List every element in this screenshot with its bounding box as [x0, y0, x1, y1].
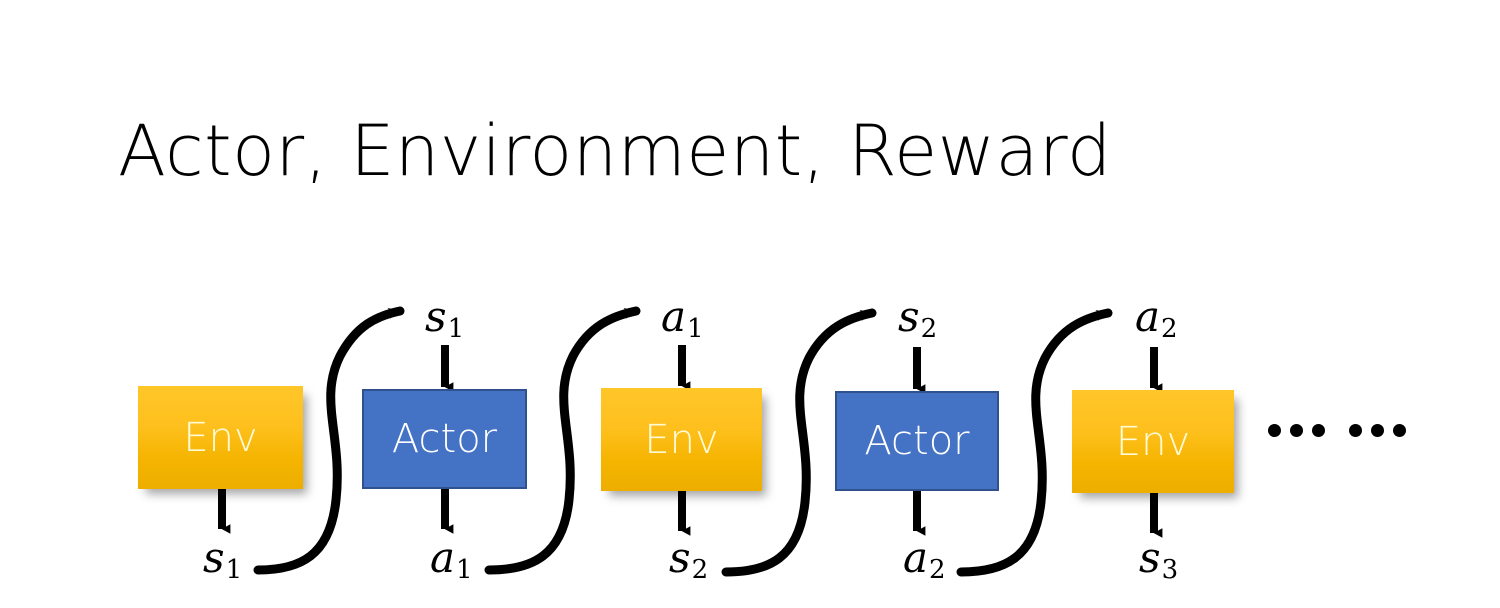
- ellipsis-dot: [1312, 424, 1325, 437]
- symbol: s: [669, 533, 691, 582]
- symbol: s: [203, 533, 225, 582]
- subscript: 1: [687, 313, 704, 344]
- node-env-2[interactable]: Env: [601, 388, 762, 491]
- label-bottom-a1: a1: [430, 537, 473, 583]
- subscript: 2: [1161, 313, 1178, 344]
- ellipsis-continuation: [1268, 424, 1406, 437]
- box-to-bottom-label-arrows: [218, 489, 1163, 538]
- ellipsis-dot: [1290, 424, 1303, 437]
- label-top-s1: s1: [425, 296, 464, 342]
- node-label: Env: [644, 416, 719, 463]
- label-top-a1: a1: [661, 296, 704, 342]
- symbol: a: [903, 533, 929, 582]
- subscript: 2: [691, 554, 709, 585]
- label-bottom-s1: s1: [203, 537, 242, 583]
- symbol: a: [430, 533, 456, 582]
- subscript: 1: [456, 554, 473, 585]
- symbol: s: [898, 292, 920, 341]
- subscript: 2: [929, 554, 946, 585]
- node-label: Actor: [864, 418, 970, 464]
- subscript: 2: [920, 313, 938, 344]
- node-label: Actor: [391, 416, 498, 462]
- label-top-s2: s2: [898, 296, 937, 342]
- ellipsis-dot: [1349, 424, 1362, 437]
- page-title: Actor, Environment, Reward: [118, 110, 1112, 192]
- label-bottom-a2: a2: [903, 537, 946, 583]
- symbol: a: [661, 292, 687, 341]
- node-env-1[interactable]: Env: [138, 386, 303, 489]
- subscript: 1: [447, 313, 465, 344]
- node-env-3[interactable]: Env: [1072, 390, 1234, 493]
- ellipsis-dot: [1371, 424, 1384, 437]
- label-bottom-s3: s3: [1139, 537, 1178, 583]
- ellipsis-group-gap: [1334, 430, 1340, 431]
- symbol: a: [1135, 292, 1161, 341]
- node-label: Env: [183, 414, 258, 461]
- node-actor-1[interactable]: Actor: [362, 389, 527, 489]
- node-label: Env: [1115, 418, 1191, 465]
- label-top-a2: a2: [1135, 296, 1178, 342]
- subscript: 3: [1161, 554, 1179, 585]
- symbol: s: [425, 292, 447, 341]
- subscript: 1: [225, 554, 243, 585]
- symbol: s: [1139, 533, 1161, 582]
- top-label-to-box-arrows: [441, 345, 1163, 394]
- ellipsis-dot: [1393, 424, 1406, 437]
- label-bottom-s2: s2: [669, 537, 708, 583]
- node-actor-2[interactable]: Actor: [835, 391, 999, 491]
- ellipsis-dot: [1268, 424, 1281, 437]
